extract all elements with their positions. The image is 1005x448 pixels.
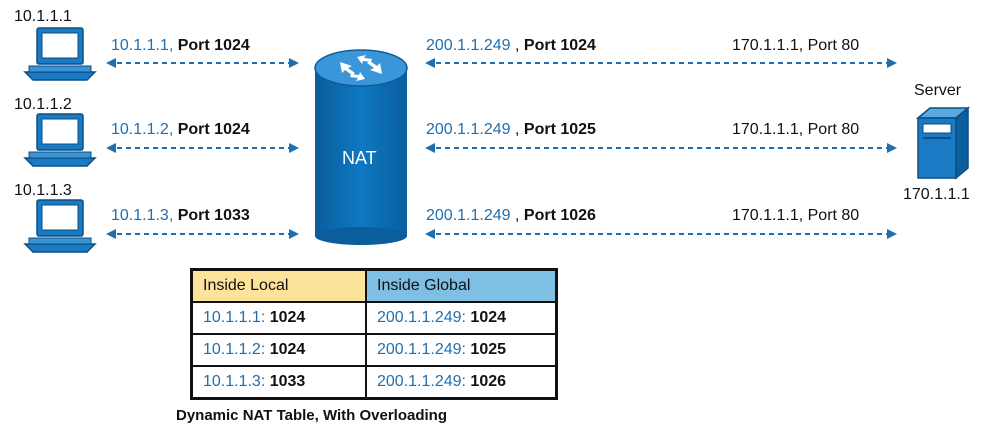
cell-inside-local: 10.1.1.3: 1033 xyxy=(190,365,367,400)
nat-table: Inside Local Inside Global 10.1.1.1: 102… xyxy=(190,268,558,400)
cell-port: 1024 xyxy=(269,341,306,358)
host-label-2: 10.1.1.2 xyxy=(14,96,72,113)
flow-global-ip: 200.1.1.249 xyxy=(426,37,511,54)
flow-local-ip: 10.1.1.1, xyxy=(111,37,174,54)
cell-inside-global: 200.1.1.249: 1026 xyxy=(365,365,558,400)
flow-global-ip: 200.1.1.249 xyxy=(426,121,511,138)
host-label-3: 10.1.1.3 xyxy=(14,182,72,199)
flow-local-1: 10.1.1.1, Port 1024 xyxy=(111,37,250,55)
flow-dest-1: 170.1.1.1, Port 80 xyxy=(732,37,860,54)
table-caption: Dynamic NAT Table, With Overloading xyxy=(176,407,448,424)
flow-local-3: 10.1.1.3, Port 1033 xyxy=(111,207,250,225)
flow-global-port: Port 1026 xyxy=(523,207,596,224)
flow-global-2: 200.1.1.249 , Port 1025 xyxy=(426,121,596,139)
flow-global-port: Port 1025 xyxy=(523,121,596,138)
flow-local-port: Port 1033 xyxy=(177,207,250,224)
host-label-1: 10.1.1.1 xyxy=(14,8,72,25)
cell-port: 1024 xyxy=(470,309,507,326)
cell-ip: 10.1.1.2: xyxy=(203,341,266,358)
flow-global-port: Port 1024 xyxy=(523,37,596,54)
header-inside-global: Inside Global xyxy=(365,268,558,303)
table-header-row: Inside Local Inside Global xyxy=(190,268,558,303)
cell-ip: 200.1.1.249: xyxy=(377,341,466,358)
flow-separator: , xyxy=(514,121,520,138)
desktop-computer-icon xyxy=(23,27,97,81)
desktop-computer-icon xyxy=(23,113,97,167)
desktop-computer-icon xyxy=(23,199,97,253)
server-title: Server xyxy=(914,82,962,99)
cell-inside-global: 200.1.1.249: 1025 xyxy=(365,333,558,367)
flow-local-ip: 10.1.1.3, xyxy=(111,207,174,224)
flow-global-ip: 200.1.1.249 xyxy=(426,207,511,224)
cell-ip: 10.1.1.3: xyxy=(203,373,266,390)
cell-ip: 10.1.1.1: xyxy=(203,309,266,326)
flow-local-ip: 10.1.1.2, xyxy=(111,121,174,138)
cell-port: 1024 xyxy=(269,309,306,326)
flow-separator: , xyxy=(514,37,520,54)
cell-ip: 200.1.1.249: xyxy=(377,309,466,326)
flow-separator: , xyxy=(514,207,520,224)
flow-global-3: 200.1.1.249 , Port 1026 xyxy=(426,207,596,225)
cell-port: 1026 xyxy=(470,373,507,390)
router-arrows-icon xyxy=(340,55,382,81)
flow-local-port: Port 1024 xyxy=(177,121,250,138)
flow-dest-3: 170.1.1.1, Port 80 xyxy=(732,207,860,224)
cell-ip: 200.1.1.249: xyxy=(377,373,466,390)
flow-dest-2: 170.1.1.1, Port 80 xyxy=(732,121,860,138)
flow-global-1: 200.1.1.249 , Port 1024 xyxy=(426,37,596,55)
table-row: 10.1.1.2: 1024 200.1.1.249: 1025 xyxy=(190,333,558,367)
server-ip: 170.1.1.1 xyxy=(903,186,970,203)
flow-local-2: 10.1.1.2, Port 1024 xyxy=(111,121,250,139)
cell-inside-local: 10.1.1.1: 1024 xyxy=(190,301,367,335)
table-row: 10.1.1.3: 1033 200.1.1.249: 1026 xyxy=(190,365,558,400)
table-row: 10.1.1.1: 1024 200.1.1.249: 1024 xyxy=(190,301,558,335)
nat-label: NAT xyxy=(342,148,377,168)
cell-port: 1025 xyxy=(470,341,507,358)
cell-port: 1033 xyxy=(269,373,306,390)
server-tower-icon xyxy=(915,106,971,180)
cell-inside-local: 10.1.1.2: 1024 xyxy=(190,333,367,367)
cell-inside-global: 200.1.1.249: 1024 xyxy=(365,301,558,335)
nat-router xyxy=(314,49,408,245)
header-inside-local: Inside Local xyxy=(190,268,367,303)
flow-local-port: Port 1024 xyxy=(177,37,250,54)
